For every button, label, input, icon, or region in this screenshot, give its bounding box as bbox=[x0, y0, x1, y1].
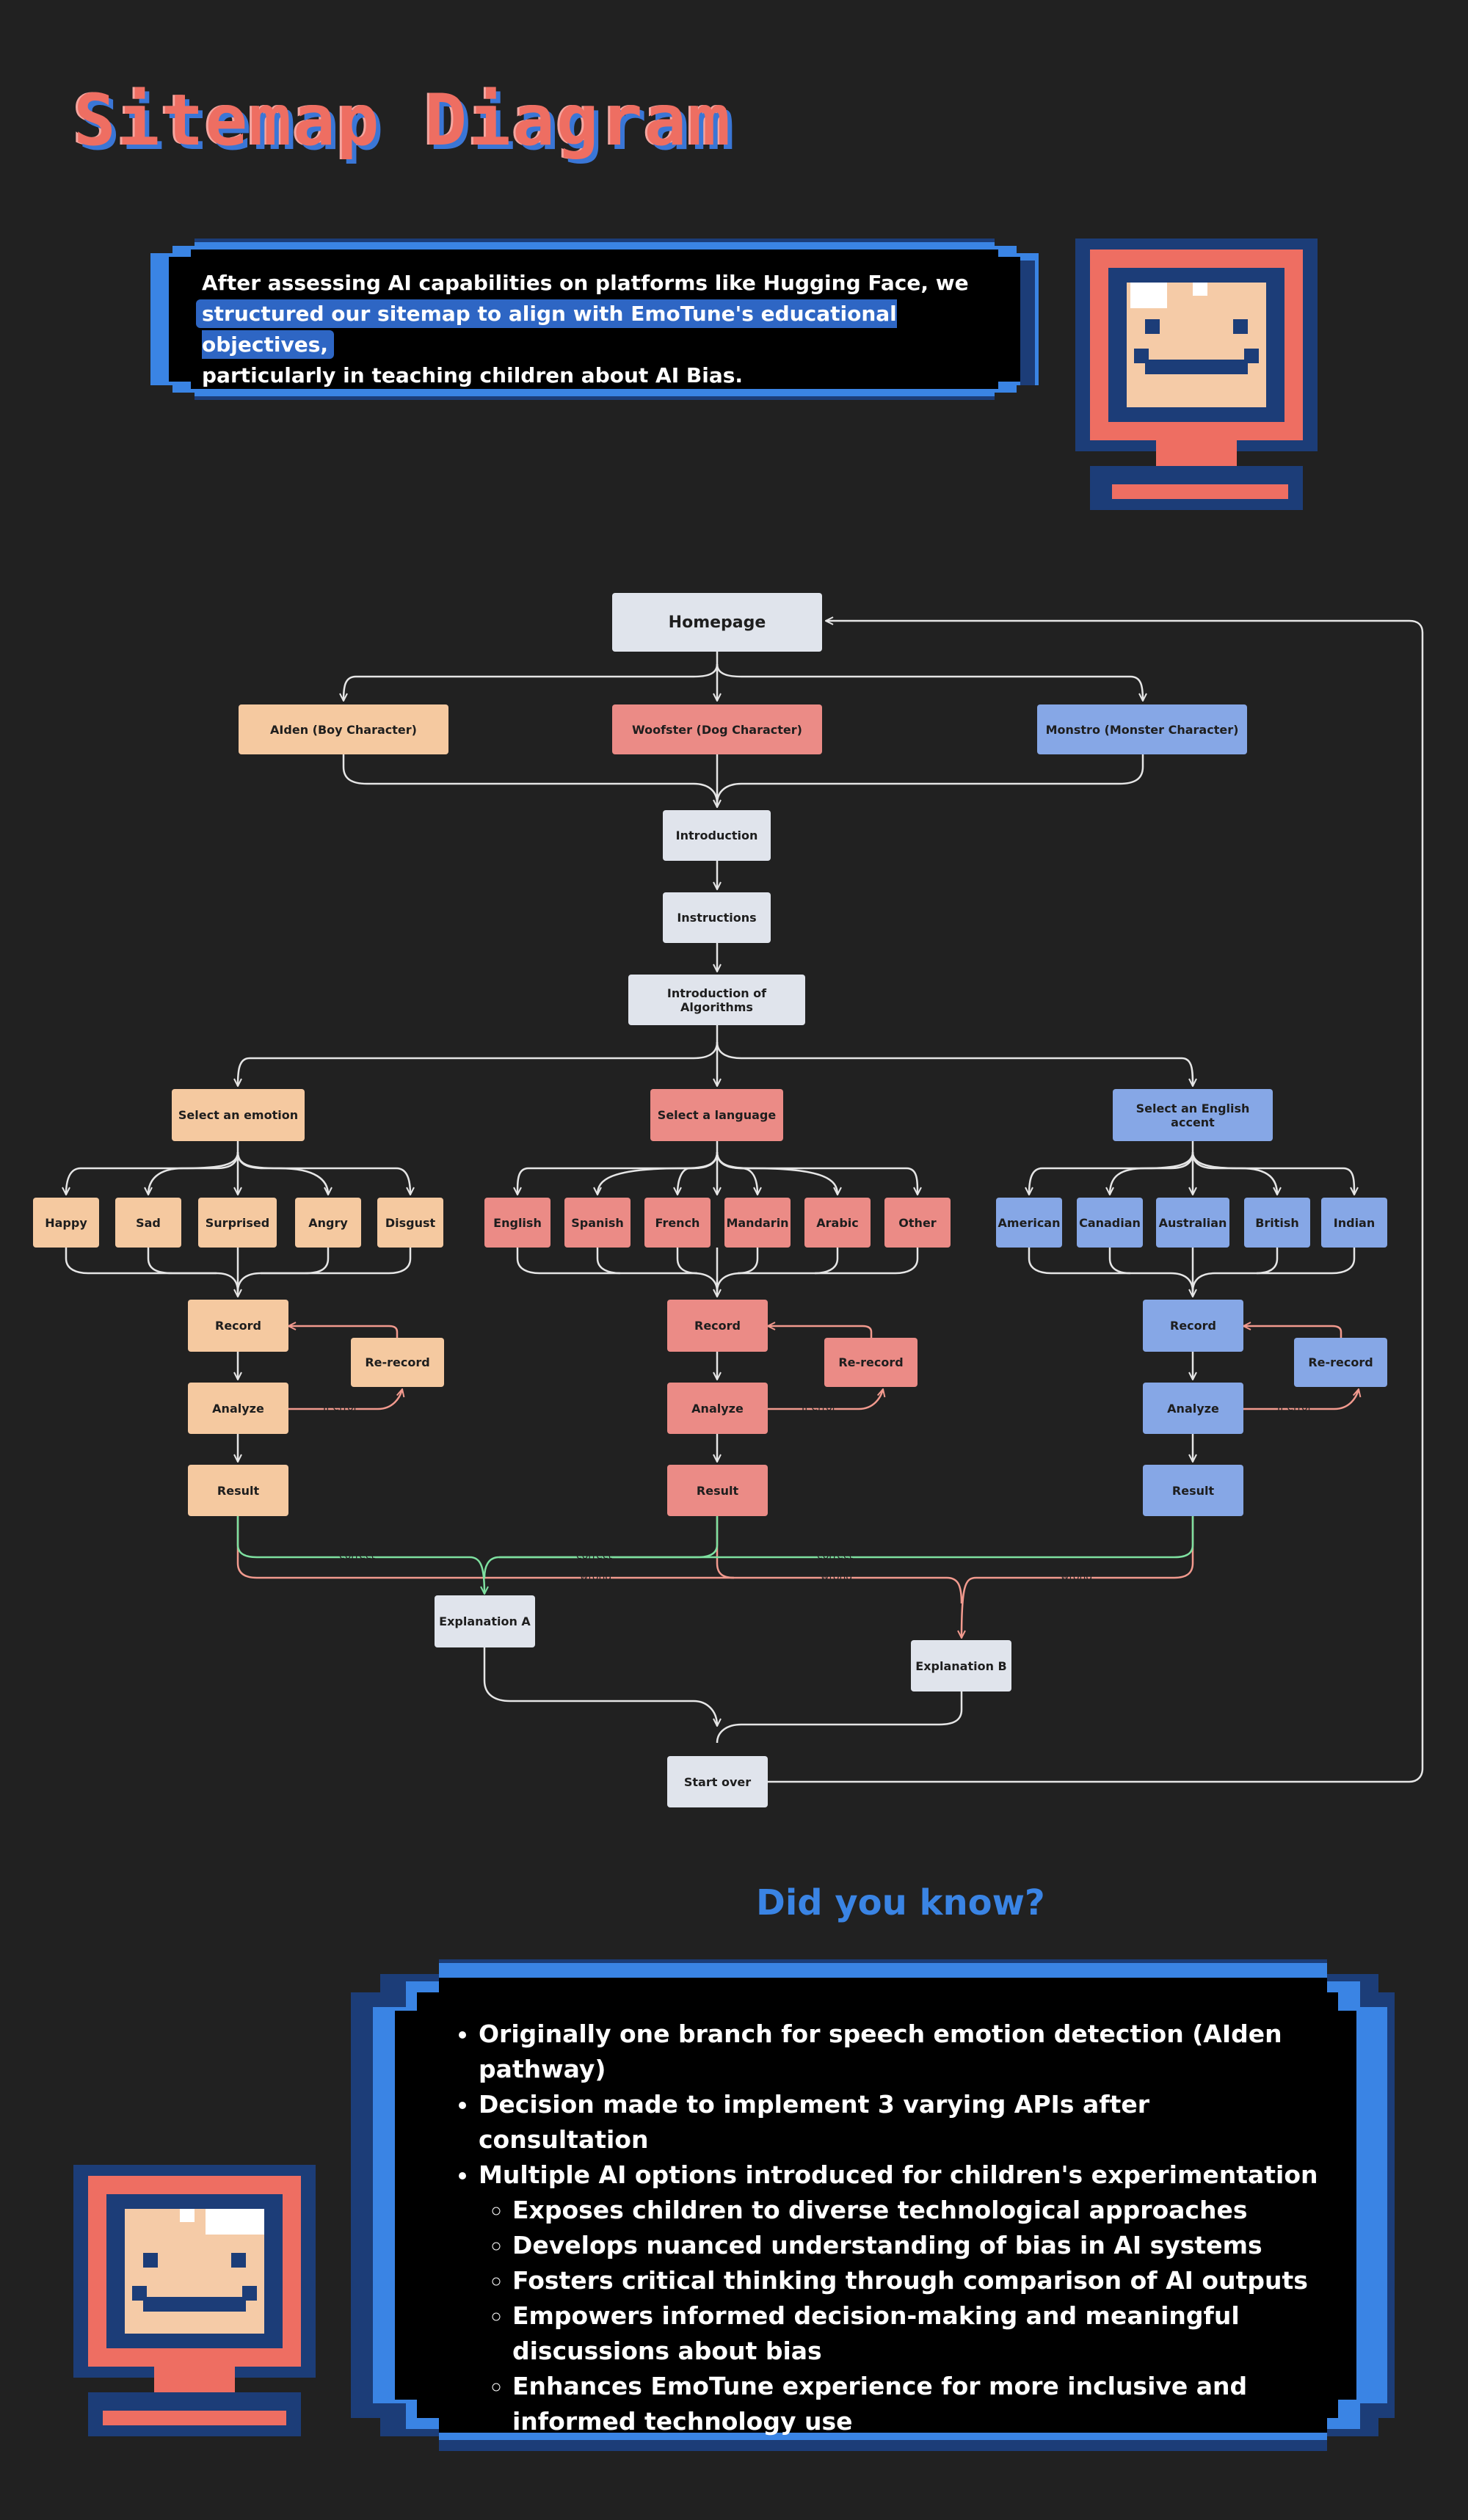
error-label-language: If error bbox=[802, 1402, 837, 1413]
node-language-mandarin[interactable]: Mandarin bbox=[724, 1198, 791, 1248]
fact-subitem: Enhances EmoTune experience for more inc… bbox=[512, 2369, 1321, 2439]
node-start-over[interactable]: Start over bbox=[667, 1756, 768, 1807]
sitemap-connectors bbox=[0, 0, 1424, 1783]
node-rerecord-emotion[interactable]: Re-record bbox=[351, 1338, 444, 1387]
node-accent-canadian[interactable]: Canadian bbox=[1077, 1198, 1143, 1248]
node-instructions[interactable]: Instructions bbox=[663, 892, 771, 943]
node-analyze-accent[interactable]: Analyze bbox=[1143, 1383, 1243, 1434]
computer-mascot-icon bbox=[73, 2165, 316, 2436]
correct-label-1: correct bbox=[339, 1550, 376, 1562]
node-result-language[interactable]: Result bbox=[667, 1465, 768, 1516]
fact-subitem: Exposes children to diverse technologica… bbox=[512, 2193, 1321, 2228]
page-title: Sitemap Diagram bbox=[73, 79, 732, 161]
node-record-accent[interactable]: Record bbox=[1143, 1300, 1243, 1352]
node-language-spanish[interactable]: Spanish bbox=[564, 1198, 631, 1248]
fact-item-text: Multiple AI options introduced for child… bbox=[479, 2160, 1318, 2189]
node-explanation-b[interactable]: Explanation B bbox=[911, 1640, 1011, 1691]
node-character-aiden[interactable]: AIden (Boy Character) bbox=[239, 704, 448, 754]
node-explanation-a[interactable]: Explanation A bbox=[435, 1595, 535, 1647]
fact-subitem: Empowers informed decision-making and me… bbox=[512, 2298, 1321, 2369]
node-language-other[interactable]: Other bbox=[884, 1198, 951, 1248]
node-select-emotion[interactable]: Select an emotion bbox=[172, 1089, 305, 1141]
intro-line-1: After assessing AI capabilities on platf… bbox=[202, 271, 969, 295]
intro-text: After assessing AI capabilities on platf… bbox=[196, 268, 995, 391]
node-emotion-happy[interactable]: Happy bbox=[33, 1198, 99, 1248]
fact-subitem: Fosters critical thinking through compar… bbox=[512, 2263, 1321, 2298]
node-language-english[interactable]: English bbox=[484, 1198, 550, 1248]
node-language-french[interactable]: French bbox=[644, 1198, 711, 1248]
node-result-emotion[interactable]: Result bbox=[188, 1465, 288, 1516]
node-emotion-angry[interactable]: Angry bbox=[295, 1198, 361, 1248]
wrong-label-1: wrong bbox=[580, 1571, 612, 1583]
wrong-label-2: wrong bbox=[821, 1571, 853, 1583]
computer-mascot-icon bbox=[1075, 238, 1318, 510]
fact-item: Multiple AI options introduced for child… bbox=[479, 2157, 1321, 2439]
node-accent-australian[interactable]: Australian bbox=[1156, 1198, 1229, 1248]
did-you-know-title: Did you know? bbox=[756, 1882, 1045, 1923]
node-character-woofster[interactable]: Woofster (Dog Character) bbox=[612, 704, 822, 754]
node-rerecord-language[interactable]: Re-record bbox=[824, 1338, 918, 1387]
node-rerecord-accent[interactable]: Re-record bbox=[1294, 1338, 1387, 1387]
node-analyze-emotion[interactable]: Analyze bbox=[188, 1383, 288, 1434]
node-language-arabic[interactable]: Arabic bbox=[804, 1198, 871, 1248]
node-emotion-surprised[interactable]: Surprised bbox=[198, 1198, 277, 1248]
fact-subitem: Develops nuanced understanding of bias i… bbox=[512, 2228, 1321, 2263]
node-select-language[interactable]: Select a language bbox=[650, 1089, 783, 1141]
correct-label-3: correct bbox=[817, 1550, 854, 1562]
error-label-accent: If error bbox=[1277, 1402, 1312, 1413]
fact-item: Decision made to implement 3 varying API… bbox=[479, 2087, 1321, 2157]
node-accent-indian[interactable]: Indian bbox=[1321, 1198, 1387, 1248]
node-algorithms[interactable]: Introduction of Algorithms bbox=[628, 975, 805, 1025]
node-homepage[interactable]: Homepage bbox=[612, 593, 822, 652]
node-record-language[interactable]: Record bbox=[667, 1300, 768, 1352]
fact-item: Originally one branch for speech emotion… bbox=[479, 2017, 1321, 2087]
node-accent-british[interactable]: British bbox=[1244, 1198, 1310, 1248]
node-emotion-sad[interactable]: Sad bbox=[115, 1198, 181, 1248]
did-you-know-frame bbox=[351, 1959, 1395, 2451]
node-introduction[interactable]: Introduction bbox=[663, 810, 771, 861]
node-character-monstro[interactable]: Monstro (Monster Character) bbox=[1037, 704, 1247, 754]
node-select-accent[interactable]: Select an English accent bbox=[1113, 1089, 1273, 1141]
node-accent-american[interactable]: American bbox=[996, 1198, 1062, 1248]
node-analyze-language[interactable]: Analyze bbox=[667, 1383, 768, 1434]
node-record-emotion[interactable]: Record bbox=[188, 1300, 288, 1352]
wrong-label-3: wrong bbox=[1061, 1571, 1093, 1583]
did-you-know-list: Originally one branch for speech emotion… bbox=[440, 2017, 1321, 2439]
correct-label-2: correct bbox=[576, 1550, 613, 1562]
node-result-accent[interactable]: Result bbox=[1143, 1465, 1243, 1516]
node-emotion-disgust[interactable]: Disgust bbox=[377, 1198, 443, 1248]
intro-line-3: particularly in teaching children about … bbox=[202, 363, 744, 387]
error-label-emotion: If error bbox=[323, 1402, 358, 1413]
